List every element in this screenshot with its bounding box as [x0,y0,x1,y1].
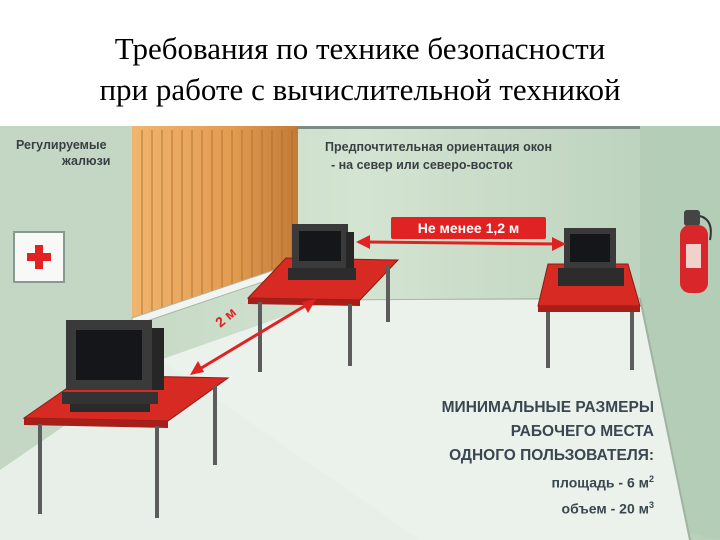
min-line-3: ОДНОГО ПОЛЬЗОВАТЕЛЯ: [449,447,654,464]
title-line-1: Требования по технике безопасности [114,31,606,66]
min-line-1: МИНИМАЛЬНЫЕ РАЗМЕРЫ [441,399,654,416]
blinds [131,126,299,327]
window-orientation-label: Предпочтительная ориентация окон - на се… [325,138,552,174]
distance-arrow-horizontal [356,235,566,251]
blinds-label: Регулируемые жалюзи [16,137,110,169]
slide-title: Требования по технике безопасности при р… [0,28,720,110]
min-line-2: РАБОЧЕГО МЕСТА [510,423,654,440]
min-workplace-block: МИНИМАЛЬНЫЕ РАЗМЕРЫ РАБОЧЕГО МЕСТА ОДНОГ… [442,396,654,519]
orientation-line-1: Предпочтительная ориентация окон [325,140,552,154]
top-border [0,126,720,129]
first-aid-kit-icon [13,231,65,283]
blinds-label-line-1: Регулируемые [16,138,107,152]
blinds-label-line-2: жалюзи [62,154,111,168]
computer-monitor-icon [62,320,164,412]
distance-label-screens: Не менее 1,2 м [391,217,546,239]
computer-monitor-icon [558,228,624,286]
orientation-line-2: - на север или северо-восток [331,158,513,172]
title-line-2: при работе с вычислительной техникой [99,72,621,107]
floor-edge-right [639,297,691,540]
fire-extinguisher-icon [680,210,712,293]
min-volume: объем - 20 м [561,500,649,517]
workplace-illustration [0,126,720,540]
distance-arrow-diagonal [190,299,316,375]
computer-monitor-icon [288,224,356,280]
min-area: площадь - 6 м [551,474,649,491]
floor-shade [160,300,690,540]
